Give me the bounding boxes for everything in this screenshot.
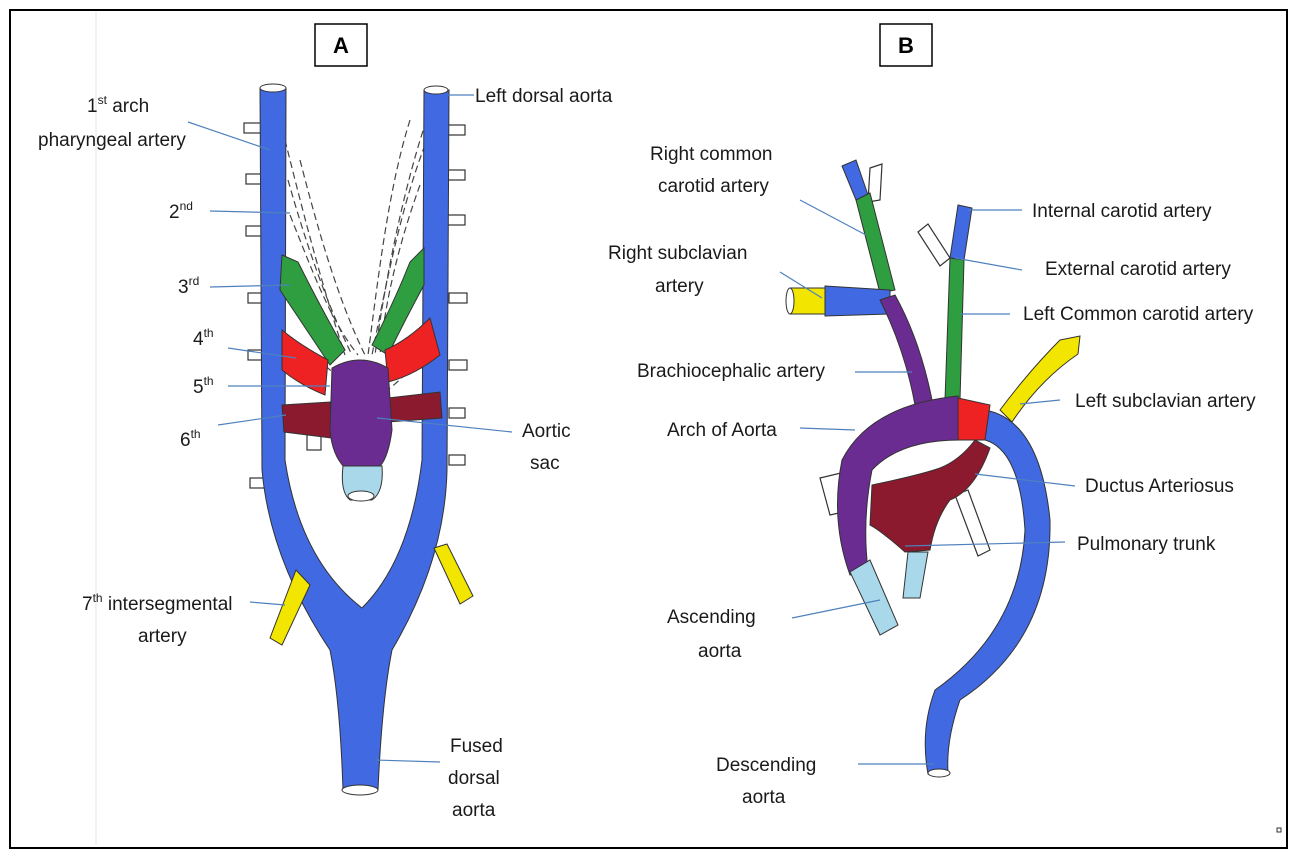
brachiocephalic-label: Brachiocephalic artery: [637, 361, 825, 382]
external-carotid-label: External carotid artery: [1045, 259, 1231, 280]
pulmonary-artery-left-stub: [955, 490, 990, 556]
panel-b-label: B: [898, 33, 914, 58]
arch-of-aorta-label: Arch of Aorta: [667, 420, 777, 441]
right-subclavian-label: Right subclavian: [608, 243, 747, 264]
fused-dorsal-aorta-label-line3: aorta: [452, 800, 496, 821]
second-arch-label: 2nd: [169, 199, 193, 223]
pulmonary-trunk-label: Pulmonary trunk: [1077, 534, 1216, 555]
seventh-intersegmental-left: [434, 544, 473, 604]
right-common-carotid-label: Right common: [650, 144, 773, 165]
aortic-sac-label-line2: sac: [530, 453, 560, 474]
labels-a: 1st arch pharyngeal artery Left dorsal a…: [38, 86, 613, 821]
internal-carotid-label: Internal carotid artery: [1032, 201, 1212, 222]
descending-aorta-label: Descending: [716, 755, 816, 776]
panel-b: B: [608, 24, 1256, 808]
ascending-aorta-label: Ascending: [667, 607, 756, 628]
ascending-aorta: [850, 560, 898, 635]
third-arch-label: 3rd: [178, 274, 199, 298]
left-external-carotid-stub: [918, 224, 950, 266]
right-subclavian-label-line2: artery: [655, 276, 704, 297]
right-internal-carotid: [842, 160, 868, 200]
left-common-carotid-label: Left Common carotid artery: [1023, 304, 1254, 325]
left-subclavian-artery: [1000, 336, 1080, 422]
corner-mark: [1277, 828, 1281, 832]
aortic-sac: [330, 360, 392, 468]
fifth-arch-label: 5th: [193, 374, 214, 398]
first-arch-label: 1st arch: [87, 93, 149, 117]
ascending-aorta-label-line2: aorta: [698, 641, 742, 662]
sixth-arch-right: [282, 402, 332, 438]
left-common-carotid: [945, 258, 964, 400]
sixth-arch-left: [388, 392, 442, 422]
descending-aorta-label-line2: aorta: [742, 787, 786, 808]
seventh-intersegmental-label: 7th intersegmental: [82, 591, 233, 615]
sixth-arch-label: 6th: [180, 427, 201, 451]
ductus-arteriosus-label: Ductus Arteriosus: [1085, 476, 1234, 497]
brachiocephalic-artery: [880, 295, 932, 405]
fused-dorsal-aorta-label-line2: dorsal: [448, 768, 500, 789]
right-common-carotid-label-line2: carotid artery: [658, 176, 769, 197]
right-common-carotid: [856, 193, 895, 293]
seventh-intersegmental-label-line2: artery: [138, 626, 187, 647]
fused-dorsal-aorta-label: Fused: [450, 736, 503, 757]
arch-red-segment: [958, 398, 990, 440]
left-subclavian-label: Left subclavian artery: [1075, 391, 1256, 412]
first-arch-label-line2: pharyngeal artery: [38, 130, 186, 151]
descending-aorta: [925, 410, 1050, 774]
fourth-arch-label: 4th: [193, 326, 214, 350]
panel-a-label: A: [333, 33, 349, 58]
pulmonary-root: [903, 552, 928, 598]
aortic-sac-label: Aortic: [522, 421, 571, 442]
left-internal-carotid: [950, 205, 972, 260]
left-dorsal-aorta-label: Left dorsal aorta: [475, 86, 613, 107]
panel-a: A: [38, 24, 613, 821]
